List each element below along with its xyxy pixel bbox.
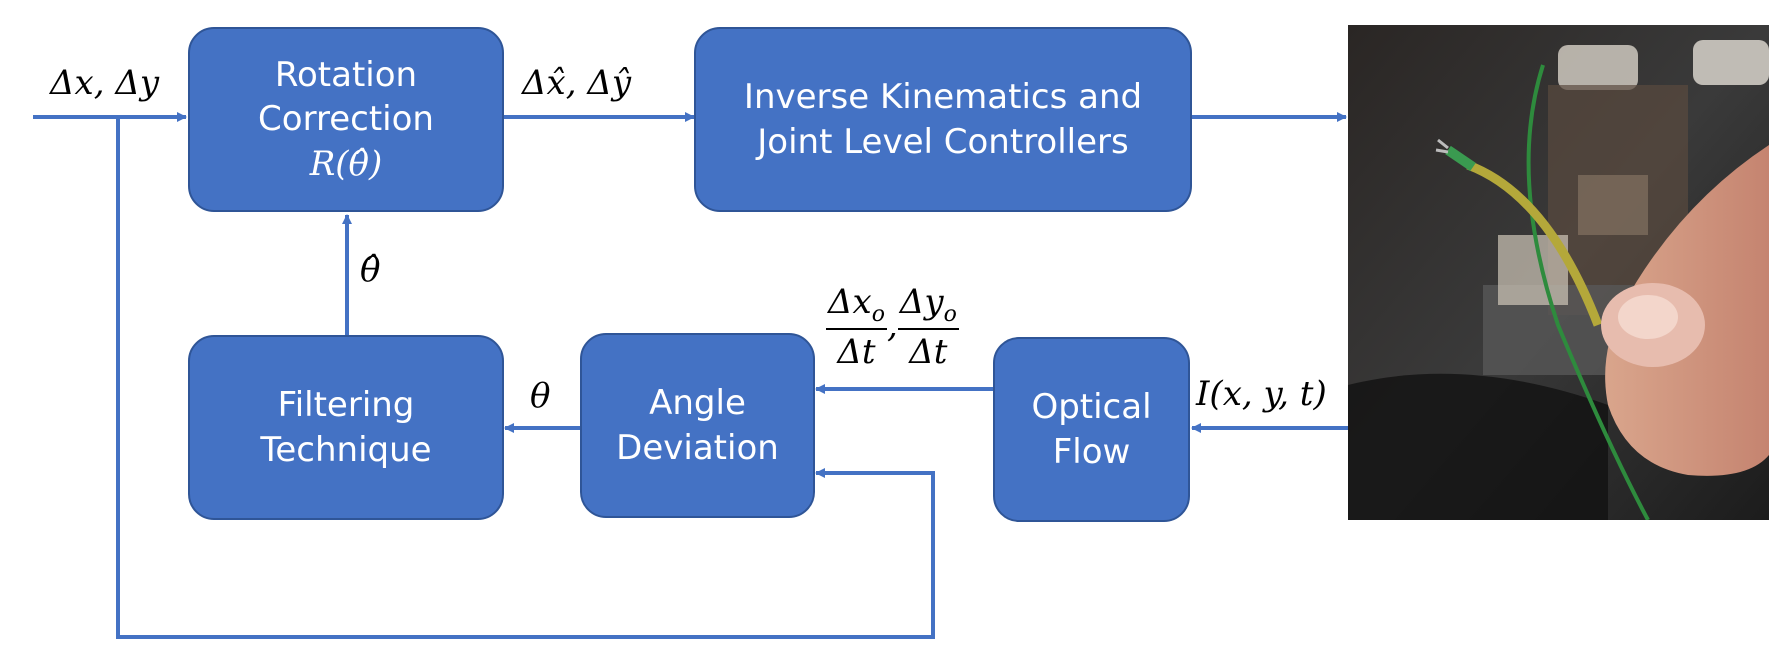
flow-y-fraction: Δyo Δt (897, 282, 959, 373)
optical-flow-label-2: Flow (1052, 431, 1131, 472)
inverse-kinematics-label-2: Joint Level Controllers (757, 121, 1129, 162)
rotation-matrix-label: R(θ̂) (309, 143, 383, 184)
flow-x-fraction: Δxo Δt (826, 282, 887, 373)
angle-deviation-label-2: Deviation (616, 427, 779, 468)
rotation-correction-label-2: Correction (258, 99, 434, 140)
flow-rate-label: Δxo Δt , Δyo Δt (826, 282, 959, 373)
corrected-signal-label: Δx̂, Δŷ (522, 63, 632, 103)
image-signal-label: I(x, y, t) (1196, 374, 1327, 414)
optical-flow-block: Optical Flow (993, 337, 1190, 522)
rotation-correction-label-1: Rotation (274, 55, 418, 96)
filtering-technique-block: Filtering Technique (188, 335, 504, 520)
arrow-feedback (116, 117, 935, 639)
theta-hat-label: θ̂ (360, 250, 381, 290)
robot-photo (1348, 25, 1769, 520)
angle-deviation-label-1: Angle (649, 383, 746, 424)
inverse-kinematics-block: Inverse Kinematics and Joint Level Contr… (694, 27, 1192, 212)
optical-flow-label-1: Optical (1031, 387, 1152, 428)
theta-label: θ (530, 376, 551, 416)
filtering-label-1: Filtering (277, 385, 415, 426)
input-signal-label: Δx, Δy (50, 63, 160, 103)
rotation-correction-block: Rotation Correction R(θ̂) (188, 27, 504, 212)
filtering-label-2: Technique (260, 429, 432, 470)
angle-deviation-block: Angle Deviation (580, 333, 815, 518)
inverse-kinematics-label-1: Inverse Kinematics and (743, 77, 1143, 118)
